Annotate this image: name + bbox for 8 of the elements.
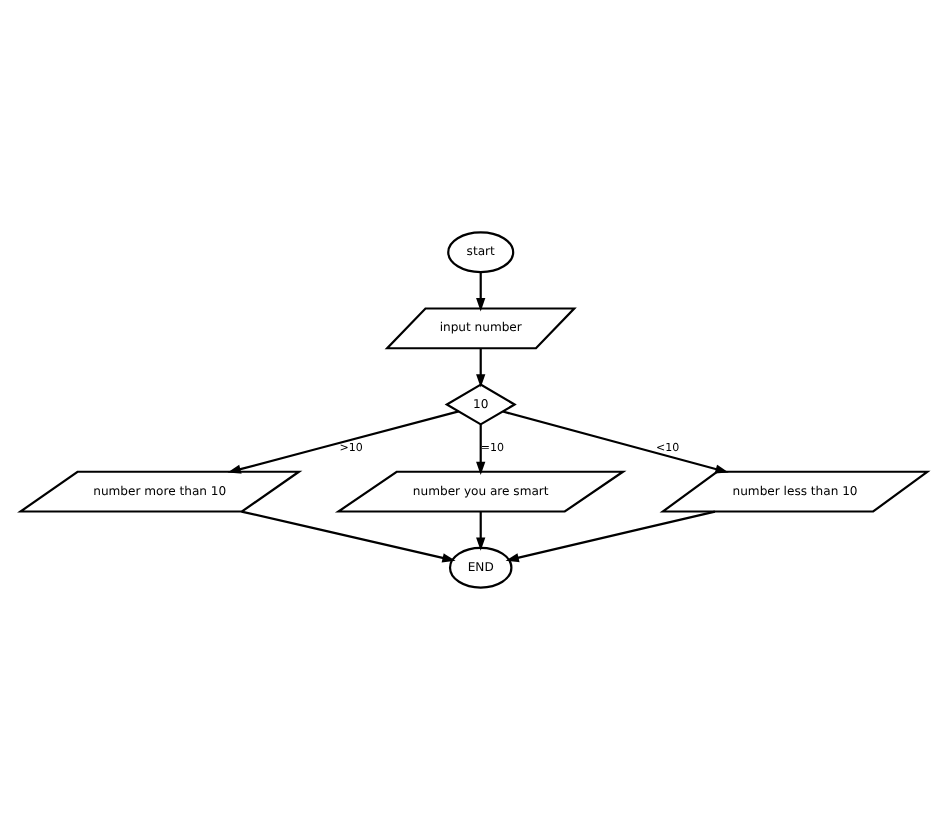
arrow: [505, 509, 716, 562]
arrow: [476, 347, 486, 387]
arrow: [502, 409, 729, 473]
arrow: [476, 271, 486, 311]
arrow: [241, 509, 456, 562]
arrow: [227, 409, 459, 473]
arrow: [476, 510, 486, 550]
arrow: [476, 423, 486, 475]
